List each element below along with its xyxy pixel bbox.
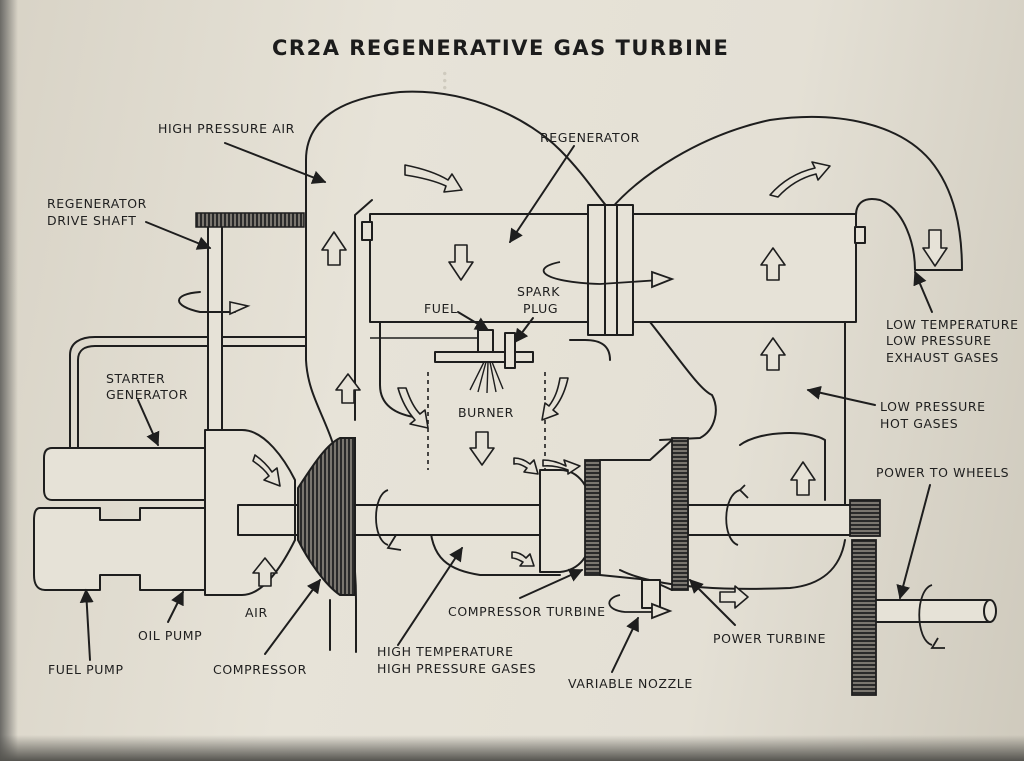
regenerator-drive-shaft — [178, 212, 305, 431]
label-high-pressure-air: HIGH PRESSURE AIR — [158, 121, 295, 136]
label-spark-plug-line2: PLUG — [523, 301, 558, 316]
label-power-turbine: POWER TURBINE — [713, 631, 826, 646]
flow-arrows — [252, 161, 948, 609]
output-gearing — [849, 499, 881, 696]
page-binding-shadow — [0, 0, 18, 761]
burner-assembly — [370, 329, 546, 470]
compressor — [297, 437, 356, 596]
label-high-temp-gases-line1: HIGH TEMPERATURE — [377, 644, 514, 659]
fuel-line — [69, 336, 307, 501]
label-regenerator-drive-shaft-line2: DRIVE SHAFT — [47, 213, 137, 228]
turbines — [539, 437, 689, 609]
label-low-pressure-hot-line1: LOW PRESSURE — [880, 399, 986, 414]
power-turbine — [671, 437, 689, 591]
starter-generator — [43, 447, 209, 501]
label-compressor: COMPRESSOR — [213, 662, 307, 677]
label-starter-generator-line1: STARTER — [106, 371, 165, 386]
label-low-pressure-hot-line2: HOT GASES — [880, 416, 958, 431]
fuel-oil-pumps — [33, 507, 209, 591]
label-starter-generator-line2: GENERATOR — [106, 387, 188, 402]
label-regenerator: REGENERATOR — [540, 130, 640, 145]
label-compressor-turbine: COMPRESSOR TURBINE — [448, 604, 606, 619]
label-air: AIR — [245, 605, 268, 620]
label-fuel: FUEL — [424, 301, 458, 316]
label-regenerator-drive-shaft-line1: REGENERATOR — [47, 196, 147, 211]
label-low-temp-exhaust-line2: LOW PRESSURE — [886, 333, 992, 348]
label-spark-plug-line1: SPARK — [517, 284, 560, 299]
label-variable-nozzle: VARIABLE NOZZLE — [568, 676, 693, 691]
label-high-temp-gases-line2: HIGH PRESSURE GASES — [377, 661, 536, 676]
label-burner: BURNER — [458, 405, 514, 420]
drive-gear — [195, 212, 305, 228]
label-fuel-pump: FUEL PUMP — [48, 662, 124, 677]
label-oil-pump: OIL PUMP — [138, 628, 202, 643]
rotation-arrows — [375, 261, 945, 649]
label-low-temp-exhaust-line3: EXHAUST GASES — [886, 350, 999, 365]
leader-lines — [79, 142, 933, 673]
page-bottom-shadow — [0, 735, 1024, 761]
svg-text:•••: ••• — [437, 70, 451, 91]
diagram-title: CR2A REGENERATIVE GAS TURBINE — [272, 36, 729, 60]
label-low-temp-exhaust-line1: LOW TEMPERATURE — [886, 317, 1019, 332]
compressor-turbine — [584, 459, 601, 576]
bleed-through-text: ••• — [437, 70, 451, 91]
label-power-to-wheels: POWER TO WHEELS — [876, 465, 1009, 480]
